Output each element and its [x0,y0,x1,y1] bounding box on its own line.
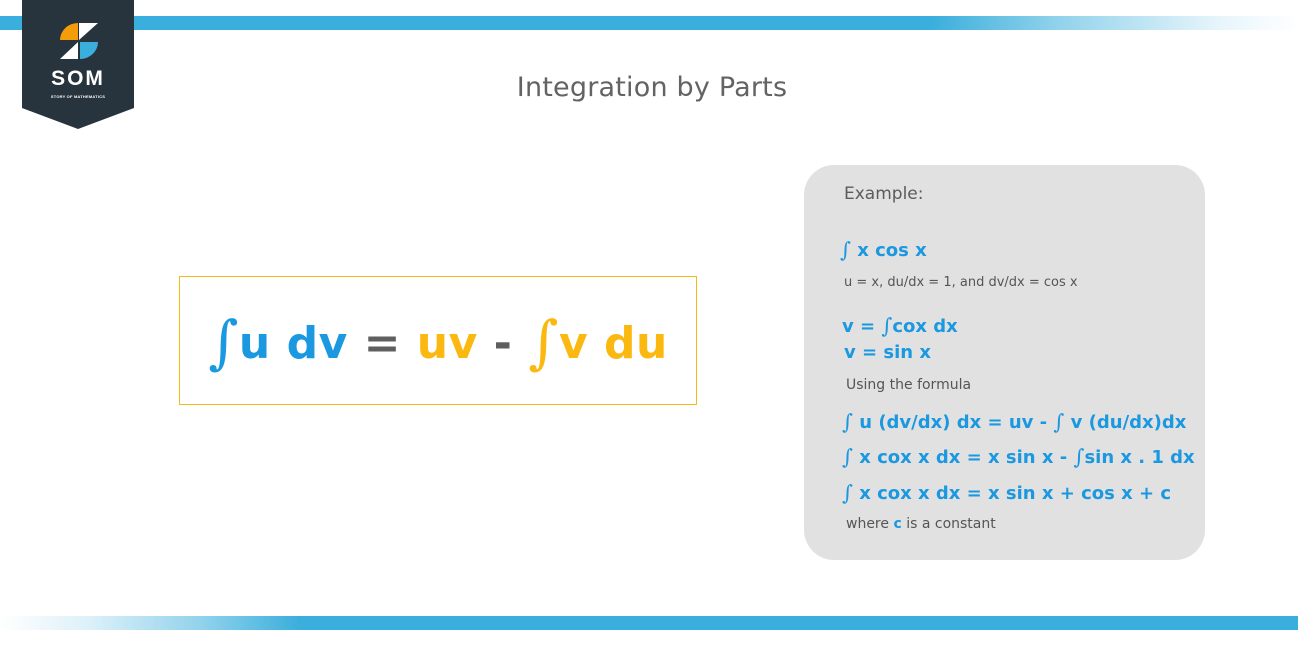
integral-symbol: ∫ [528,307,559,376]
step2-line: ∫ x cox x dx = x sin x + cos x + c [842,480,1171,506]
formula-dv: dv [286,317,348,369]
logo-wordmark: SOM [51,67,105,90]
integral-symbol: ∫ [840,238,851,262]
substitution-line: u = x, du/dx = 1, and dv/dx = cos x [844,275,1078,290]
v-integral-line: v = ∫cox dx [842,313,958,339]
integral-symbol: ∫ [842,445,853,469]
step1-line: ∫ x cox x dx = x sin x - ∫sin x . 1 dx [842,444,1195,470]
integral-symbol: ∫ [208,307,239,376]
som-logo-banner: SOM STORY OF MATHEMATICS [22,0,134,129]
using-formula-label: Using the formula [846,377,972,393]
example-heading: Example: [844,184,924,204]
step2-expression: x cox x dx = x sin x + cos x + c [859,483,1171,504]
example-card: Example: ∫ x cos x u = x, du/dx = 1, and… [804,165,1205,560]
formula-v: v [558,317,589,369]
formula-du: du [603,317,668,369]
general-formula-line: ∫ u (dv/dx) dx = uv - ∫ v (du/dx)dx [842,409,1186,435]
page-title: Integration by Parts [516,72,788,103]
integration-by-parts-formula: ∫u dv = uv - ∫v du [208,308,668,374]
v-integral-lhs: v = [842,316,876,337]
example-problem: ∫ x cos x [840,237,927,263]
problem-expression: x cos x [857,240,927,261]
constant-note: where c is a constant [846,515,996,533]
logo-subtitle: STORY OF MATHEMATICS [50,94,106,99]
v-result-line: v = sin x [844,342,931,363]
constant-variable: c [893,516,902,532]
formula-minus: - [493,317,513,369]
integral-symbol: ∫ [842,410,853,434]
constant-note-prefix: where [846,516,889,532]
top-decorative-bar [0,16,1298,30]
formula-u: u [238,317,271,369]
som-logo-mark-icon [60,23,98,59]
integral-symbol: ∫ [881,314,893,338]
step1-lhs: x cox x dx = x sin x - [859,447,1068,468]
v-integral-rhs: cox dx [892,316,958,337]
bottom-decorative-bar [0,616,1298,630]
formula-box: ∫u dv = uv - ∫v du [179,276,697,405]
logo-banner-shape-icon [22,0,134,129]
formula-lhs: u (dv/dx) dx = uv - [859,412,1048,433]
formula-rhs: v (du/dx)dx [1070,412,1187,433]
step1-rhs: sin x . 1 dx [1084,447,1195,468]
integral-symbol: ∫ [1053,410,1065,434]
formula-equals: = [363,317,401,369]
integral-symbol: ∫ [842,481,853,505]
formula-uv: uv [416,317,478,369]
constant-note-suffix: is a constant [906,516,996,532]
integral-symbol: ∫ [1073,445,1085,469]
